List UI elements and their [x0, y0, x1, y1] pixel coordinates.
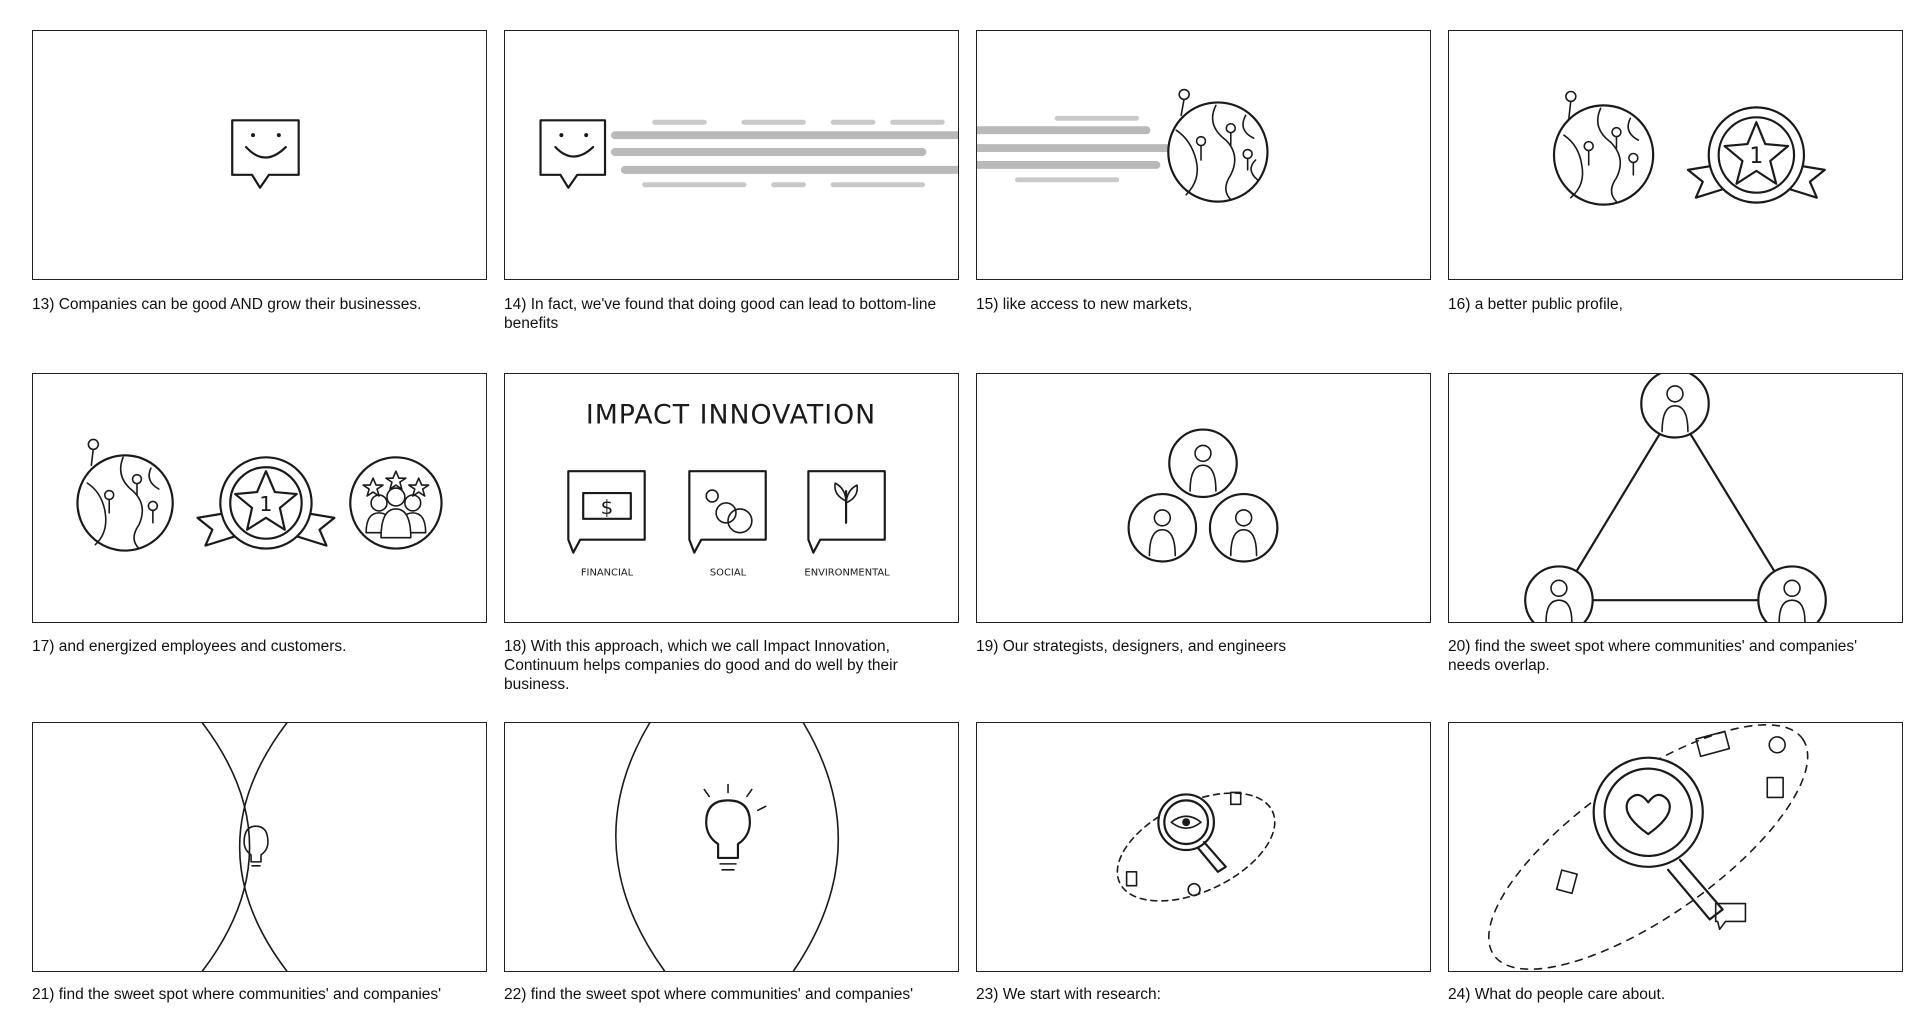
globe-icon [76, 438, 174, 552]
person-icon [1208, 492, 1279, 563]
caption-21: 21) find the sweet spot where communitie… [32, 986, 442, 1003]
environmental-icon: ENVIRONMENTAL [804, 470, 890, 578]
caption-23: 23) We start with research: [976, 986, 1161, 1003]
panel-14 [504, 30, 959, 280]
lightbulb-icon [243, 825, 269, 867]
caption-17: 17) and energized employees and customer… [32, 638, 347, 655]
panel-21 [32, 722, 487, 972]
smiley-speech-bubble-icon [231, 119, 300, 189]
badge-number: 1 [259, 492, 272, 516]
label-financial: FINANCIAL [581, 567, 634, 578]
caption-22: 22) find the sweet spot where communitie… [504, 986, 914, 1003]
research-magnifier-illustration [1116, 791, 1276, 902]
badge-number: 1 [1749, 144, 1763, 169]
label-social: SOCIAL [710, 567, 747, 578]
caption-16: 16) a better public profile, [1448, 296, 1623, 313]
person-icon [1127, 492, 1198, 563]
impact-innovation-title: IMPACT INNOVATION [586, 400, 876, 431]
lightbulb-icon [703, 783, 767, 871]
smiley-motion-trail-illustration [539, 119, 958, 189]
person-icon [1757, 565, 1827, 622]
panel-17: 1 [32, 373, 487, 623]
panel-15 [976, 30, 1431, 280]
dollar-sign: $ [601, 496, 614, 519]
magnifier-eye-icon [1157, 793, 1227, 873]
globe-icon [1167, 88, 1269, 203]
caption-14-text: 14) In fact, we've found that doing good… [504, 296, 937, 332]
panel-24 [1448, 722, 1903, 972]
panel-19 [976, 373, 1431, 623]
caption-19: 19) Our strategists, designers, and engi… [976, 638, 1287, 655]
overlap-lightbulb-illustration [201, 723, 288, 971]
three-people-illustration [1127, 428, 1279, 563]
caption-14: 14) In fact, we've found that doing good… [504, 295, 964, 333]
caption-15: 15) like access to new markets, [976, 296, 1193, 313]
caption-24: 24) What do people care about. [1448, 986, 1666, 1003]
caption-20: 20) find the sweet spot where communitie… [1448, 638, 1858, 674]
panel-18: IMPACT INNOVATION $ FINANCIAL SOCIAL ENV… [504, 373, 959, 623]
people-care-illustration [1487, 724, 1809, 970]
globe-icon [1552, 90, 1655, 206]
label-environmental: ENVIRONMENTAL [804, 567, 890, 578]
globe-new-markets-illustration [977, 88, 1269, 203]
person-icon [1524, 565, 1594, 622]
energized-people-icon [349, 456, 443, 550]
panel-23 [976, 722, 1431, 972]
person-icon [1168, 428, 1238, 499]
social-icon: SOCIAL [688, 470, 767, 578]
panel-20 [1448, 373, 1903, 623]
globe-badge-people-illustration: 1 [76, 438, 443, 552]
financial-icon: $ FINANCIAL [567, 470, 646, 578]
caption-13: 13) Companies can be good AND grow their… [32, 296, 422, 313]
triangle-network-illustration [1524, 374, 1827, 622]
panel-22 [504, 722, 959, 972]
globe-and-badge-illustration: 1 [1552, 90, 1826, 206]
award-badge-icon: 1 [1686, 106, 1826, 204]
panel-13 [32, 30, 487, 280]
overlap-lightbulb-large-illustration [615, 723, 840, 971]
panel-16: 1 [1448, 30, 1903, 280]
person-icon [1640, 374, 1710, 439]
award-badge-icon: 1 [196, 456, 336, 550]
magnifier-heart-icon [1592, 756, 1724, 921]
impact-innovation-illustration: IMPACT INNOVATION $ FINANCIAL SOCIAL ENV… [567, 400, 890, 578]
caption-18: 18) With this approach, which we call Im… [504, 638, 898, 693]
